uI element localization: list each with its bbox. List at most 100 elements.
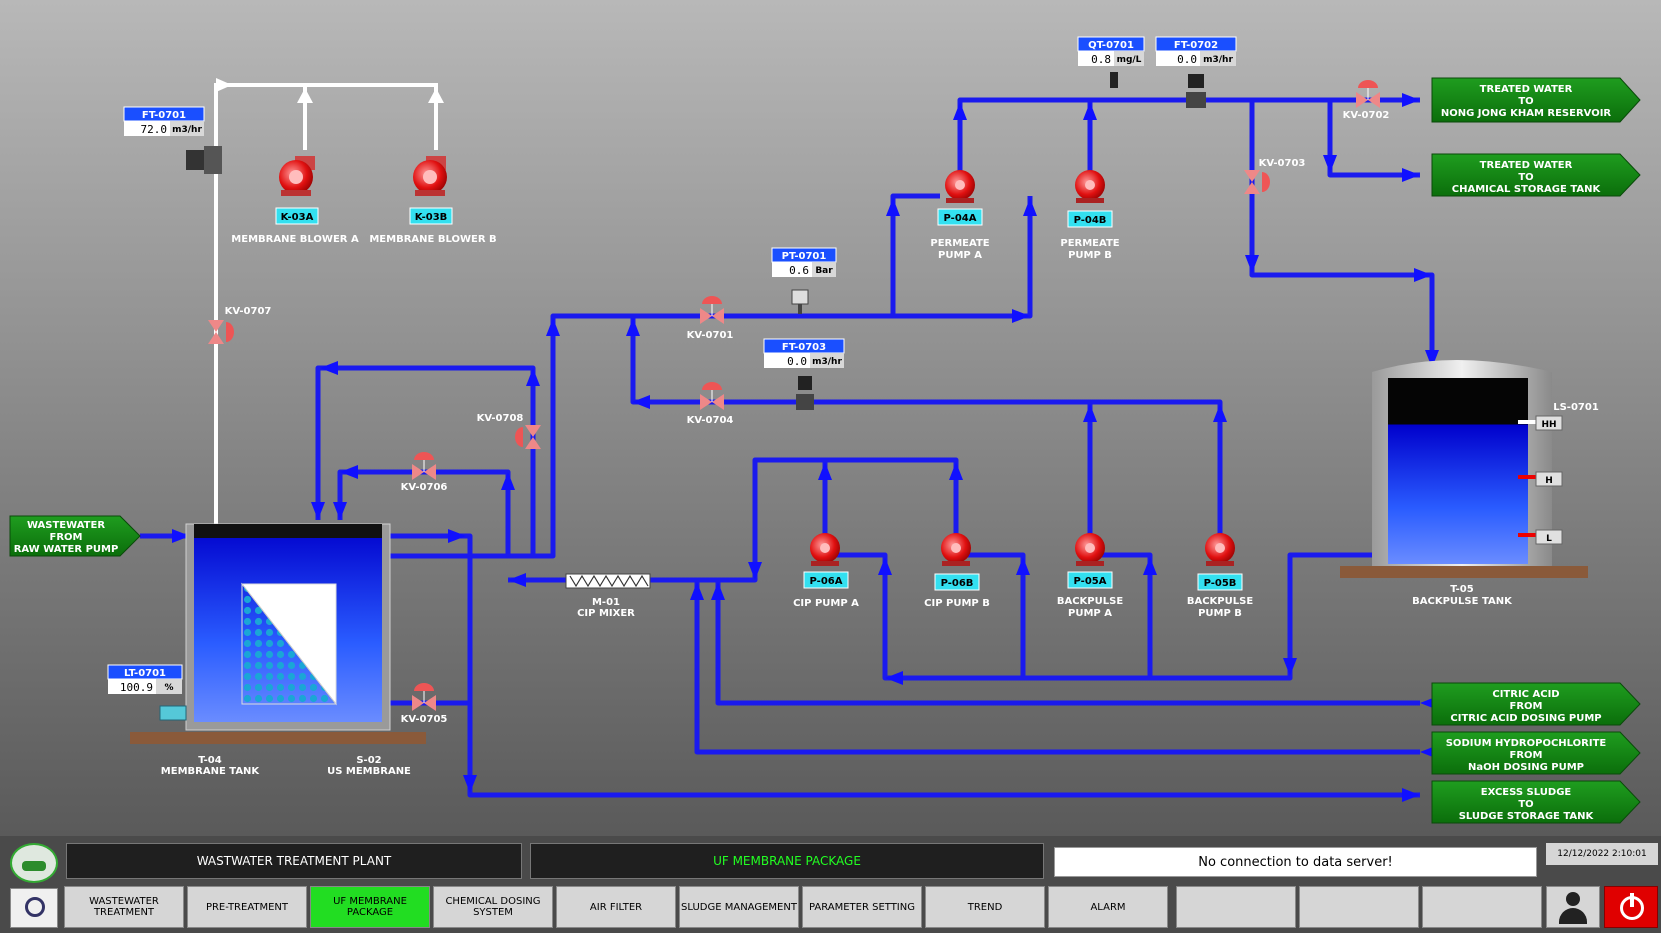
svg-text:P-04B: P-04B xyxy=(1074,215,1107,226)
svg-text:CITRIC ACID DOSING PUMP: CITRIC ACID DOSING PUMP xyxy=(1450,713,1601,724)
svg-text:LT-0701: LT-0701 xyxy=(124,668,166,679)
svg-text:K-03A: K-03A xyxy=(281,212,314,223)
datetime: 12/12/2022 2:10:01 xyxy=(1546,843,1658,865)
svg-text:FROM: FROM xyxy=(1510,750,1543,761)
svg-text:m3/hr: m3/hr xyxy=(1203,55,1233,65)
nav-button-6[interactable]: SLUDGE MANAGEMENT xyxy=(679,886,799,928)
svg-text:PT-0701: PT-0701 xyxy=(782,251,827,262)
nav-button-3[interactable]: UF MEMBRANE PACKAGE xyxy=(310,886,430,928)
svg-text:RAW WATER PUMP: RAW WATER PUMP xyxy=(14,544,119,555)
label-s02-name: US MEMBRANE xyxy=(327,766,411,777)
label-m01-tag: M-01 xyxy=(592,597,620,608)
nav-button-2[interactable]: PRE-TREATMENT xyxy=(187,886,307,928)
nav-button-4[interactable]: CHEMICAL DOSING SYSTEM xyxy=(433,886,553,928)
tag-p04a: P-04A xyxy=(937,208,983,226)
nav-button-5[interactable]: AIR FILTER xyxy=(556,886,676,928)
valve-kv0704[interactable] xyxy=(700,382,724,410)
instrument-pt0701[interactable]: PT-0701 0.6 Bar xyxy=(771,247,837,277)
membrane-blower-k03a[interactable] xyxy=(279,156,315,196)
valve-kv0707[interactable] xyxy=(208,320,234,344)
valve-kv0702[interactable] xyxy=(1356,80,1380,108)
logo-icon xyxy=(10,843,58,883)
valve-kv0705[interactable] xyxy=(412,683,436,711)
arrow-treated-water-chemical[interactable]: TREATED WATER TO CHAMICAL STORAGE TANK xyxy=(1431,153,1641,197)
svg-text:CHAMICAL STORAGE TANK: CHAMICAL STORAGE TANK xyxy=(1452,184,1602,195)
tag-k03a: K-03A xyxy=(275,207,319,225)
membrane-tank-t04[interactable] xyxy=(130,523,426,744)
backpulse-pump-p05a[interactable] xyxy=(1075,533,1105,566)
ls-l-label: L xyxy=(1546,534,1552,544)
label-m01-name: CIP MIXER xyxy=(577,608,635,619)
label-p05a-1: BACKPULSE xyxy=(1057,596,1123,607)
svg-text:%: % xyxy=(164,683,173,693)
label-t04-tag: T-04 xyxy=(198,755,221,766)
level-switch-ls0701: HH H L LS-0701 xyxy=(1518,402,1599,545)
arrow-treated-water-reservoir[interactable]: TREATED WATER TO NONG JONG KHAM RESERVOI… xyxy=(1431,77,1641,123)
tag-k03b: K-03B xyxy=(409,207,453,225)
instrument-lt0701[interactable]: LT-0701 100.9 % xyxy=(107,664,183,694)
arrow-sodium-hypochlorite-in[interactable]: SODIUM HYDROPOCHLORITE FROM NaOH DOSING … xyxy=(1431,731,1641,775)
label-kv0705: KV-0705 xyxy=(401,714,448,725)
svg-text:P-05A: P-05A xyxy=(1074,576,1107,587)
svg-text:P-06A: P-06A xyxy=(810,576,843,587)
instrument-ft0702[interactable]: FT-0702 0.0 m3/hr xyxy=(1155,36,1237,66)
backpulse-tank-t05[interactable] xyxy=(1340,360,1588,578)
svg-text:P-05B: P-05B xyxy=(1204,578,1237,589)
svg-text:TO: TO xyxy=(1518,172,1533,183)
instrument-ft0701[interactable]: FT-0701 72.0 m3/hr xyxy=(123,106,205,136)
nav-button-1[interactable]: WASTEWATER TREATMENT xyxy=(64,886,184,928)
power-icon[interactable] xyxy=(1604,886,1658,928)
svg-text:72.0: 72.0 xyxy=(141,123,168,136)
label-t05-tag: T-05 xyxy=(1450,584,1473,595)
tag-p05b: P-05B xyxy=(1197,573,1243,591)
user-icon[interactable] xyxy=(1546,886,1600,928)
label-kv0701: KV-0701 xyxy=(687,330,734,341)
svg-text:m3/hr: m3/hr xyxy=(812,357,842,367)
backpulse-pump-p05b[interactable] xyxy=(1205,533,1235,566)
instrument-ft0703[interactable]: FT-0703 0.0 m3/hr xyxy=(763,338,845,368)
svg-text:NONG JONG KHAM RESERVOIR: NONG JONG KHAM RESERVOIR xyxy=(1441,108,1612,119)
ls-hh-label: HH xyxy=(1541,420,1556,430)
cip-pump-p06b[interactable] xyxy=(941,533,971,566)
nav-empty-2 xyxy=(1299,886,1419,928)
permeate-pump-p04a[interactable] xyxy=(945,170,975,203)
tag-p06b: P-06B xyxy=(934,573,980,591)
arrow-wastewater-in[interactable]: WASTEWATER FROM RAW WATER PUMP xyxy=(9,515,141,557)
label-kv0704: KV-0704 xyxy=(687,415,734,426)
page-title: UF MEMBRANE PACKAGE xyxy=(530,843,1044,879)
water-piping xyxy=(140,97,1435,798)
svg-text:FT-0702: FT-0702 xyxy=(1174,40,1218,51)
svg-text:P-04A: P-04A xyxy=(944,213,977,224)
nav-button-8[interactable]: TREND xyxy=(925,886,1045,928)
valve-kv0701[interactable] xyxy=(700,296,724,324)
cip-mixer-m01[interactable] xyxy=(565,573,651,589)
svg-text:WASTEWATER: WASTEWATER xyxy=(27,520,105,531)
svg-text:FT-0701: FT-0701 xyxy=(142,110,186,121)
svg-text:NaOH DOSING PUMP: NaOH DOSING PUMP xyxy=(1468,762,1584,773)
svg-text:0.0: 0.0 xyxy=(1177,53,1197,66)
svg-text:m3/hr: m3/hr xyxy=(172,125,202,135)
arrow-excess-sludge-out[interactable]: EXCESS SLUDGE TO SLUDGE STORAGE TANK xyxy=(1431,780,1641,824)
label-kv0702: KV-0702 xyxy=(1343,110,1390,121)
label-p06a: CIP PUMP A xyxy=(793,598,859,609)
label-p04a-1: PERMEATE xyxy=(930,238,989,249)
svg-text:TO: TO xyxy=(1518,799,1533,810)
label-p05a-2: PUMP A xyxy=(1068,608,1112,619)
nav-button-7[interactable]: PARAMETER SETTING xyxy=(802,886,922,928)
label-p05b-2: PUMP B xyxy=(1198,608,1242,619)
instrument-qt0701[interactable]: QT-0701 0.8 mg/L xyxy=(1077,36,1145,66)
membrane-blower-k03b[interactable] xyxy=(413,156,447,196)
plant-title: WASTWATER TREATMENT PLANT xyxy=(66,843,522,879)
label-p05b-1: BACKPULSE xyxy=(1187,596,1253,607)
valve-kv0708[interactable] xyxy=(515,425,541,449)
valve-kv0703[interactable] xyxy=(1244,170,1270,194)
permeate-pump-p04b[interactable] xyxy=(1075,170,1105,203)
arrow-citric-acid-in[interactable]: CITRIC ACID FROM CITRIC ACID DOSING PUMP xyxy=(1431,682,1641,726)
cip-pump-p06a[interactable] xyxy=(810,533,840,566)
tag-p05a: P-05A xyxy=(1067,571,1113,589)
svg-text:SODIUM HYDROPOCHLORITE: SODIUM HYDROPOCHLORITE xyxy=(1446,738,1607,749)
nav-button-9[interactable]: ALARM xyxy=(1048,886,1168,928)
valve-kv0706[interactable] xyxy=(412,452,436,480)
svg-text:P-06B: P-06B xyxy=(941,578,974,589)
